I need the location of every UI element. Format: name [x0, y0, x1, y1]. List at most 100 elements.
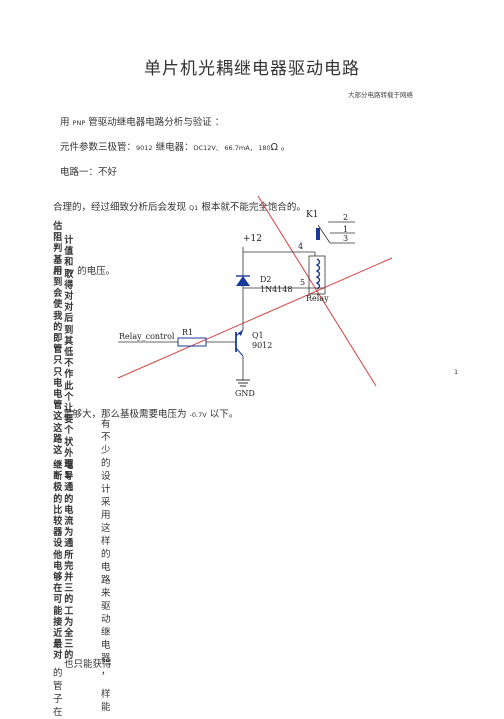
vertical-char: 比 — [53, 504, 62, 516]
gnd-label: GND — [235, 389, 255, 398]
vertical-char: 三 — [64, 639, 73, 651]
vertical-char: 到 — [64, 324, 73, 336]
vertical-char: 他 — [53, 549, 62, 561]
paragraph-3v-voltage: 析 3V 的电压。 — [53, 263, 115, 277]
transistor-collector-leg — [235, 347, 244, 357]
vertical-char: 电 — [53, 560, 62, 572]
vertical-char: 样 — [101, 689, 111, 700]
vertical-char: 近 — [53, 628, 62, 640]
vertical-char: 接 — [53, 616, 62, 628]
vertical-char: 个 — [64, 425, 73, 437]
vertical-char: 让 — [64, 403, 73, 415]
vertical-char: 通 — [64, 482, 73, 494]
vertical-text-column-f: 样能 — [101, 688, 111, 714]
vertical-char: 设 — [53, 538, 62, 550]
vertical-char: 为 — [64, 616, 73, 628]
vertical-text-column-c: 继断极的比较器设他电够在可能接近最对 — [53, 460, 62, 662]
vertical-text-column-e: 有不少的设计采用这样的电路来驱动继电器， — [101, 418, 111, 678]
page-number: 1 — [454, 368, 459, 376]
text-segment: -0.7V — [189, 411, 207, 419]
vertical-char: 导 — [64, 471, 73, 483]
vertical-char: 采 — [101, 497, 111, 508]
vertical-char: 低 — [64, 347, 73, 359]
vertical-char: 作 — [64, 369, 73, 381]
vertical-text-column-a: 估阻判基用到会使我的即管只只电电管这这路这 — [53, 221, 62, 456]
vertical-char: 继 — [53, 460, 62, 471]
vertical-char: 路 — [53, 433, 62, 445]
diode-ref-label: D2 — [260, 275, 272, 284]
vertical-char: 能 — [101, 702, 111, 713]
vertical-char: 只 — [53, 355, 62, 367]
vertical-char: 只 — [53, 366, 62, 378]
vertical-char: 外 — [64, 447, 73, 459]
vertical-char: 阻 — [53, 232, 62, 244]
vertical-char: 路 — [101, 575, 111, 586]
document-subtitle: 大部分电路转载于网络 — [348, 91, 413, 99]
vertical-char: 断 — [53, 471, 62, 483]
text-segment: Q1 — [189, 204, 199, 212]
vertical-char: 可 — [53, 594, 62, 606]
resistor-body — [177, 337, 207, 347]
text-segment: 合理的，经过细致分析后会发现 — [53, 202, 190, 213]
vertical-char: 电 — [53, 377, 62, 389]
paragraph-component-params: 元件参数三极管：9012 继电器：DC12V、 66.7mA， 180Ω 。 — [60, 139, 290, 153]
vertical-char: 设 — [101, 471, 111, 482]
vertical-char: 样 — [101, 536, 111, 547]
relay-coil-box — [308, 255, 326, 295]
red-annotation-line-2 — [257, 195, 377, 387]
text-segment: 用 — [60, 117, 73, 128]
vertical-char: 基 — [53, 254, 62, 266]
text-segment: Ω 。 — [270, 142, 291, 153]
vertical-char: 取 — [64, 268, 73, 280]
vertical-char: 会 — [53, 288, 62, 300]
vertical-char: 的 — [64, 650, 73, 662]
text-segment: 析 — [53, 266, 66, 277]
vertical-char: 使 — [53, 299, 62, 311]
diode-triangle — [236, 276, 250, 286]
vertical-char: 到 — [53, 277, 62, 289]
text-segment: 管驱动继电器电路分析与验证 ： — [85, 117, 225, 128]
vertical-char: 工 — [64, 605, 73, 617]
vertical-char: 电 — [53, 389, 62, 401]
vertical-char: 管 — [53, 344, 62, 356]
paragraph-fragment: 也只能获得 — [64, 659, 112, 670]
vertical-char: 不 — [64, 358, 73, 370]
vertical-char: 1 — [64, 470, 70, 482]
vertical-char: 较 — [53, 516, 62, 528]
vertical-char: 对 — [53, 650, 62, 662]
vertical-char: 电 — [64, 504, 73, 516]
vertical-char: 所 — [64, 549, 73, 561]
k1-label: K1 — [306, 210, 318, 220]
vertical-char: 极 — [53, 482, 62, 494]
vertical-char: 为 — [64, 527, 73, 539]
vertical-char: 器 — [53, 527, 62, 539]
vertical-char: 我 — [53, 310, 62, 322]
vertical-char: 后 — [64, 313, 73, 325]
vertical-char: 对 — [64, 302, 73, 314]
vertical-char: 通 — [64, 538, 73, 550]
vcc-label: +12 — [243, 234, 262, 244]
transistor-part-label: 9012 — [252, 341, 272, 350]
vertical-char: 流 — [64, 516, 73, 528]
vertical-char: 的 — [64, 493, 73, 505]
vertical-char: 这 — [53, 445, 62, 457]
vertical-char: 动 — [101, 614, 111, 625]
text-segment: 根本就不能完全饱合的。 — [198, 202, 306, 213]
pin-2-label: 2 — [343, 213, 348, 222]
vertical-char: 器 — [101, 653, 111, 664]
vertical-char: 能 — [53, 605, 62, 617]
vertical-char: 电 — [101, 562, 111, 573]
text-segment: 继电器： — [152, 142, 194, 153]
paragraph-analysis-heading: 用 PNP 管驱动继电器电路分析与验证 ： — [60, 114, 224, 128]
transistor-arrow — [238, 330, 243, 336]
pin-3-label: 3 — [343, 234, 348, 243]
control-label: Relay_control — [119, 332, 175, 341]
vertical-char: 电 — [64, 460, 73, 471]
vertical-char: 估 — [53, 221, 62, 232]
vertical-char: 的 — [53, 668, 63, 679]
paragraph-base-voltage: 足够大，那么基极需要电压为 -0.7V 以下。 — [63, 406, 238, 420]
vertical-char: 不 — [101, 432, 111, 443]
vertical-char: 的 — [101, 458, 111, 469]
